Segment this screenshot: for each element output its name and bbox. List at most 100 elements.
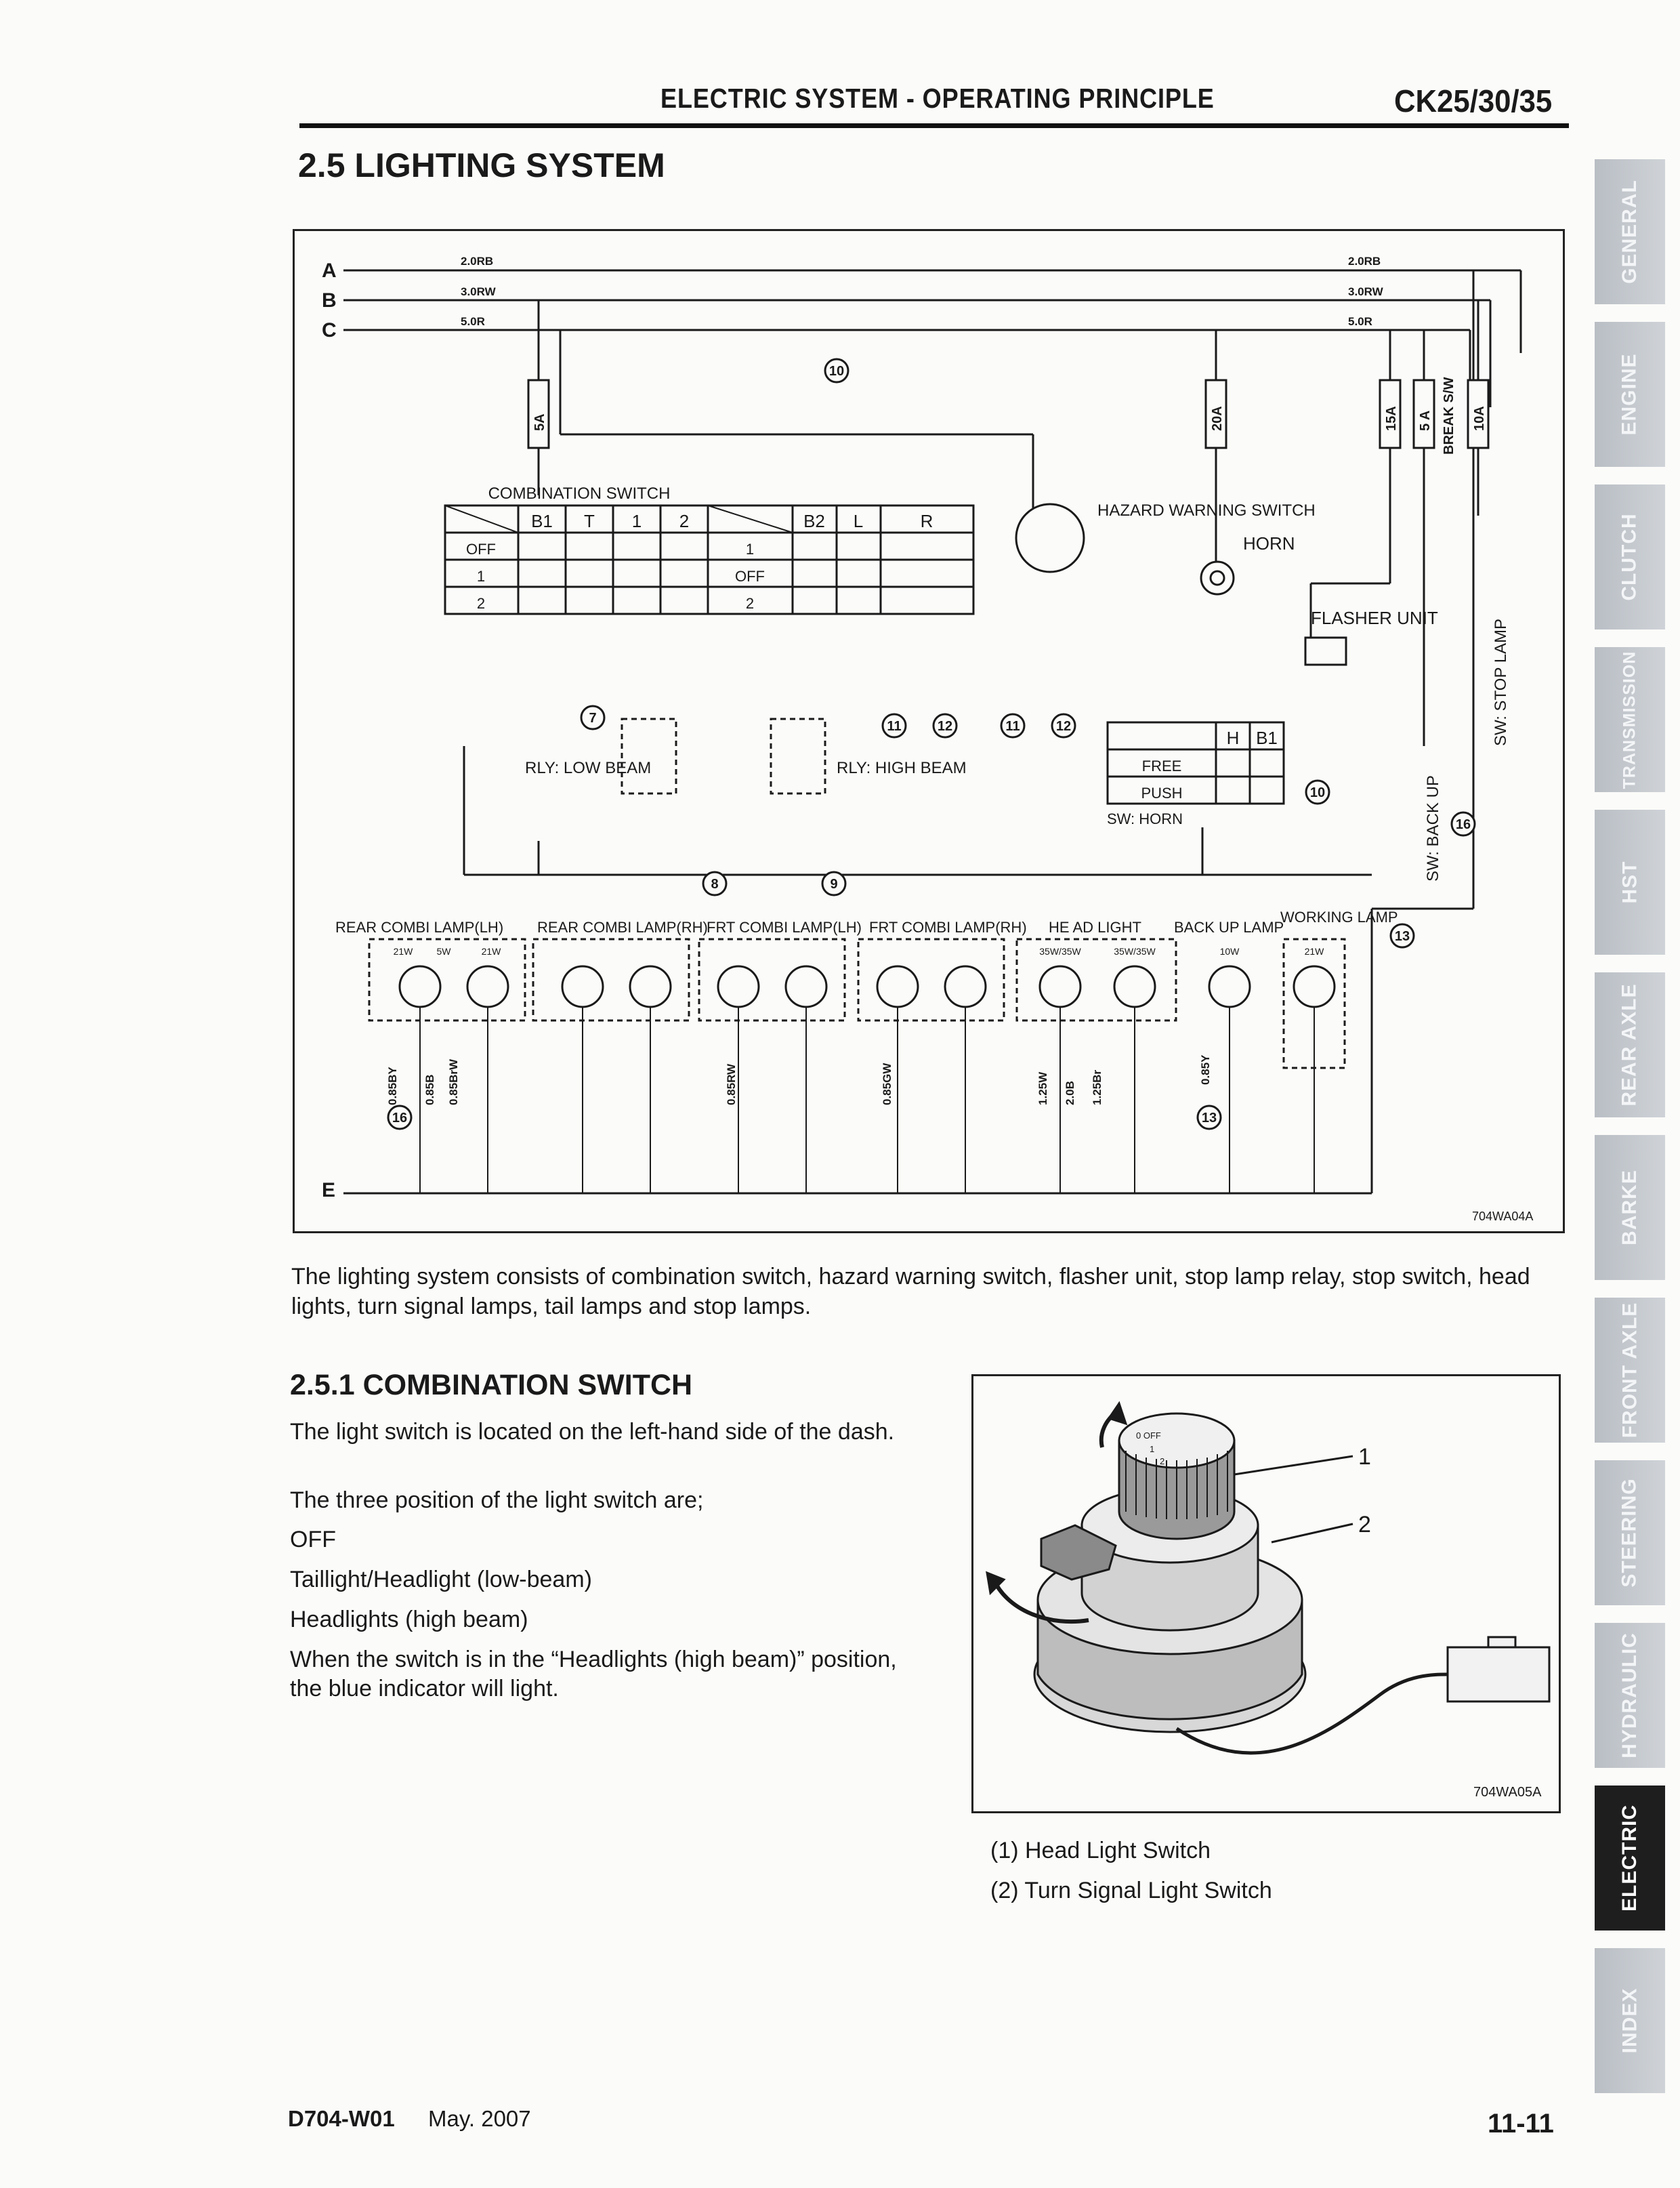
header-model: CK25/30/35 xyxy=(1394,83,1553,119)
header-section-title: ELECTRIC SYSTEM - OPERATING PRINCIPLE xyxy=(660,83,1215,114)
fuse-5a2-label: 5 A xyxy=(1418,411,1433,431)
subsection-title: 2.5.1 COMBINATION SWITCH xyxy=(290,1369,693,1401)
header-rule xyxy=(299,123,1569,128)
horn-row-free: FREE xyxy=(1142,758,1182,775)
node-circles xyxy=(387,358,1476,1130)
tab-transmission[interactable]: TRANSMISSION xyxy=(1595,647,1665,792)
lamp-group-boxes xyxy=(368,938,1346,1069)
cs-col-1: 1 xyxy=(632,511,642,531)
relay-high-beam-symbol xyxy=(770,718,826,795)
footer-date: May. 2007 xyxy=(428,2106,531,2131)
knob-mark-1: 1 xyxy=(1150,1444,1154,1454)
lighting-wiring-diagram: A B C E 2.0RB 3.0RW 5.0R 2.0RB 3.0RW 5.0… xyxy=(293,229,1565,1233)
tab-hst[interactable]: HST xyxy=(1595,810,1665,955)
combination-switch-figure: 1 2 0 OFF 1 2 704WA05A xyxy=(971,1374,1561,1813)
back-up-switch-label: SW: BACK UP xyxy=(1424,775,1442,882)
paragraph-low-beam: Taillight/Headlight (low-beam) xyxy=(290,1567,592,1592)
node-9: 9 xyxy=(830,877,837,892)
cs-col-r: R xyxy=(921,511,933,531)
horn-label: HORN xyxy=(1243,533,1295,554)
tab-electric[interactable]: ELECTRIC xyxy=(1595,1786,1665,1931)
hazard-switch-symbol xyxy=(1015,503,1085,573)
rating-21w-a: 21W xyxy=(394,946,414,957)
cs-row-2: 2 xyxy=(477,595,485,612)
node-11-a: 11 xyxy=(887,719,901,734)
knob-mark-off: 0 OFF xyxy=(1136,1430,1161,1441)
wire-0-85brw: 0.85BrW xyxy=(447,1058,460,1105)
rating-21w-work: 21W xyxy=(1305,946,1325,957)
fuse-10a-label: 10A xyxy=(1472,406,1487,431)
fuse-20a-label: 20A xyxy=(1210,406,1225,431)
horn-symbol xyxy=(1200,560,1235,596)
lamp-group-back-up: BACK UP LAMP xyxy=(1174,919,1284,936)
section-title: 2.5 LIGHTING SYSTEM xyxy=(298,146,665,184)
lamp-group-head-light: HE AD LIGHT xyxy=(1049,919,1141,936)
combination-switch-table xyxy=(444,504,975,615)
cs-col-b1: B1 xyxy=(531,511,553,531)
cs-right-row-1: 1 xyxy=(746,541,754,558)
rating-35w-a: 35W/35W xyxy=(1039,946,1081,957)
relay-low-beam-symbol xyxy=(621,718,677,795)
tab-barke[interactable]: BARKE xyxy=(1595,1135,1665,1280)
flasher-label: FLASHER UNIT xyxy=(1311,608,1438,628)
cs-col-l: L xyxy=(854,511,863,531)
cs-col-t: T xyxy=(584,511,595,531)
tab-engine[interactable]: ENGINE xyxy=(1595,322,1665,467)
knob-mark-2: 2 xyxy=(1160,1456,1164,1466)
breaker-label: BREAK S/W xyxy=(1442,377,1456,455)
wire-label-a-right: 2.0RB xyxy=(1348,255,1381,268)
bus-lines xyxy=(343,269,1522,1195)
rating-35w-b: 35W/35W xyxy=(1114,946,1156,957)
footer-doc-id: D704-W01 xyxy=(288,2106,395,2131)
node-12-b: 12 xyxy=(1056,719,1071,734)
lamp-bulbs xyxy=(398,965,1336,1008)
wire-0-85gw: 0.85GW xyxy=(881,1062,894,1105)
tab-steering[interactable]: STEERING xyxy=(1595,1460,1665,1605)
wire-label-b: 3.0RW xyxy=(461,285,497,298)
tab-clutch[interactable]: CLUTCH xyxy=(1595,484,1665,629)
fuse-15a-label: 15A xyxy=(1384,406,1399,431)
bus-label-c: C xyxy=(322,319,337,342)
wire-label-b-right: 3.0RW xyxy=(1348,285,1384,298)
node-16: 16 xyxy=(1456,817,1471,832)
tab-rear-axle[interactable]: REAR AXLE xyxy=(1595,972,1665,1117)
paragraph-off: OFF xyxy=(290,1527,336,1552)
rating-21w-b: 21W xyxy=(482,946,502,957)
relay-high-beam-label: RLY: HIGH BEAM xyxy=(837,759,967,777)
node-7: 7 xyxy=(589,711,596,726)
lamp-group-front-lh: FRT COMBI LAMP(LH) xyxy=(707,919,862,936)
cs-right-row-2: 2 xyxy=(746,595,754,612)
node-12-a: 12 xyxy=(938,719,952,734)
node-13: 13 xyxy=(1395,929,1410,944)
lamp-group-rear-rh: REAR COMBI LAMP(RH) xyxy=(537,919,708,936)
wire-label-c-right: 5.0R xyxy=(1348,315,1372,328)
tab-general[interactable]: GENERAL xyxy=(1595,159,1665,304)
horn-switch-table xyxy=(1106,721,1285,805)
relay-low-beam-label: RLY: LOW BEAM xyxy=(525,759,651,777)
lamp-group-working: WORKING LAMP xyxy=(1280,909,1398,926)
tab-hydraulic[interactable]: HYDRAULIC xyxy=(1595,1623,1665,1768)
wire-0-85b: 0.85B xyxy=(423,1075,436,1105)
horn-row-push: PUSH xyxy=(1141,785,1182,802)
rating-10w: 10W xyxy=(1220,946,1240,957)
tab-front-axle[interactable]: FRONT AXLE xyxy=(1595,1298,1665,1443)
node-10: 10 xyxy=(1310,785,1325,800)
wire-label-a: 2.0RB xyxy=(461,255,493,268)
bus-label-a: A xyxy=(322,260,337,282)
combination-switch-title: COMBINATION SWITCH xyxy=(488,484,671,503)
diagram-id: 704WA04A xyxy=(1472,1210,1533,1223)
cs-col-b2: B2 xyxy=(803,511,825,531)
tab-index[interactable]: INDEX xyxy=(1595,1948,1665,2093)
rating-5w-a: 5W xyxy=(437,946,452,957)
wire-0-85by: 0.85BY xyxy=(386,1067,399,1105)
node-11-b: 11 xyxy=(1005,719,1020,734)
paragraph-positions: The three position of the light switch a… xyxy=(290,1487,704,1513)
node-13-lamp: 13 xyxy=(1202,1111,1217,1126)
node-10-top: 10 xyxy=(829,364,844,379)
callout-1: 1 xyxy=(1358,1444,1371,1470)
footer-page-number: 11-11 xyxy=(1488,2109,1554,2139)
node-16-lamp: 16 xyxy=(392,1111,407,1126)
paragraph-location: The light switch is located on the left-… xyxy=(290,1419,895,1445)
lamp-group-front-rh: FRT COMBI LAMP(RH) xyxy=(869,919,1027,936)
callout-2: 2 xyxy=(1358,1512,1371,1537)
